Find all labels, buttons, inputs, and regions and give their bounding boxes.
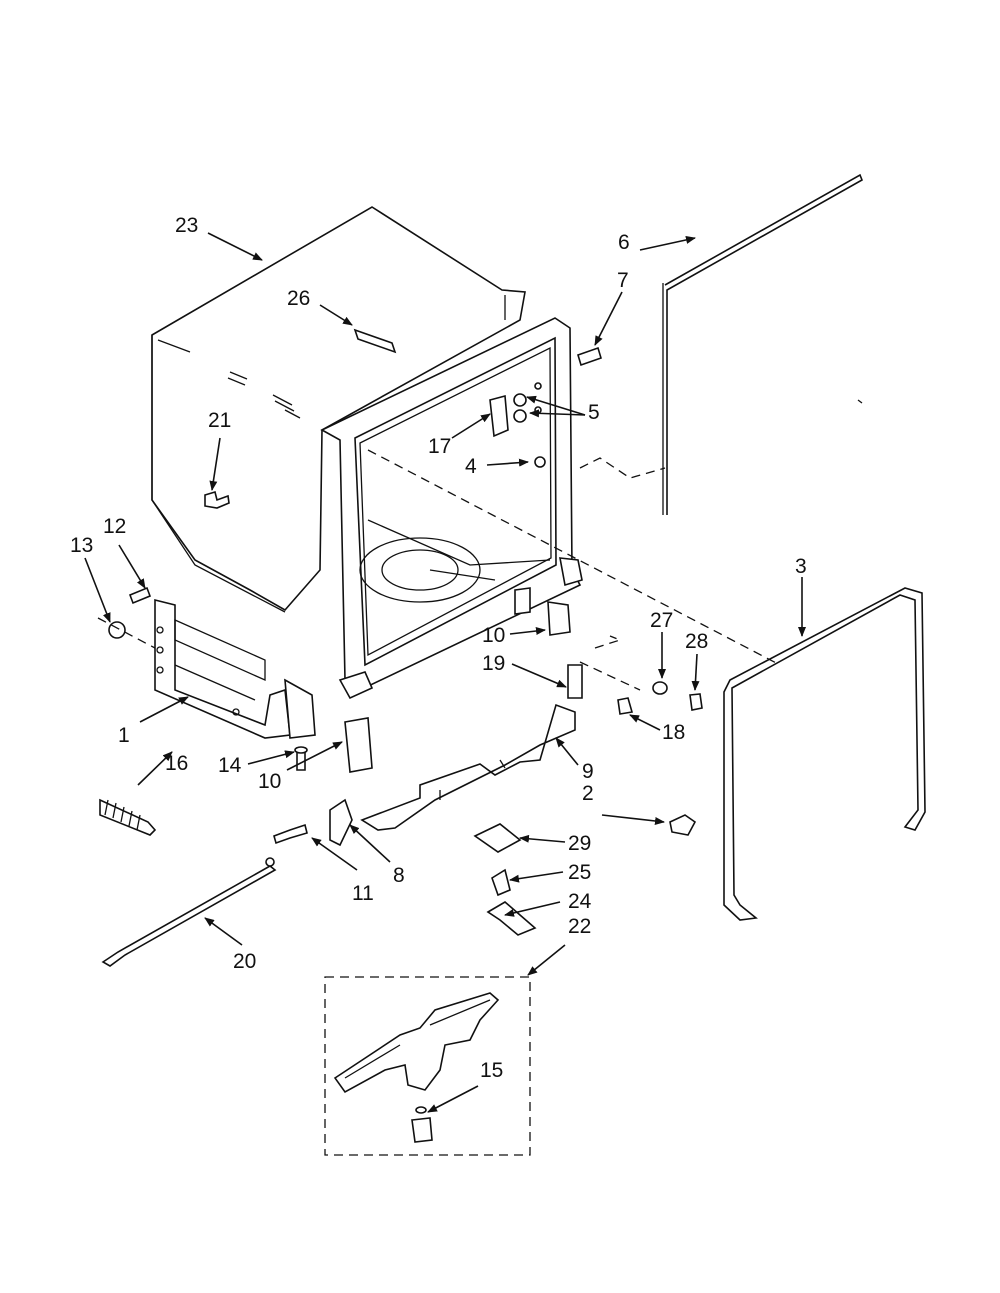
label-15: 15 — [480, 1059, 503, 1082]
label-20: 20 — [233, 950, 256, 973]
label-21: 21 — [208, 409, 231, 432]
label-29: 29 — [568, 832, 591, 855]
label-23: 23 — [175, 214, 198, 237]
door-gasket — [723, 587, 926, 921]
assembly-box — [324, 976, 531, 1156]
label-24: 24 — [568, 890, 592, 913]
label-17: 17 — [428, 435, 451, 458]
label-13: 13 — [70, 534, 93, 557]
label-8: 8 — [393, 864, 405, 887]
label-5: 5 — [588, 401, 600, 424]
label-7: 7 — [617, 269, 629, 292]
callout-labels: 23 26 21 12 13 1 16 14 10 11 8 20 6 7 5 … — [70, 214, 807, 1082]
label-11: 11 — [352, 882, 374, 905]
label-3: 3 — [795, 555, 807, 578]
small-parts — [108, 328, 703, 936]
leader-lines — [84, 232, 806, 1113]
label-2: 2 — [582, 782, 594, 805]
panel — [662, 173, 864, 515]
label-26: 26 — [287, 287, 310, 310]
label-6: 6 — [618, 231, 630, 254]
label-27: 27 — [650, 609, 673, 632]
label-16: 16 — [165, 752, 188, 775]
label-19: 19 — [482, 652, 505, 675]
label-1: 1 — [118, 724, 130, 747]
label-12: 12 — [103, 515, 126, 538]
spring-part — [99, 798, 157, 836]
label-14: 14 — [218, 754, 242, 777]
label-4: 4 — [465, 455, 477, 478]
hose — [101, 857, 277, 967]
reference-lines — [97, 449, 781, 691]
label-25: 25 — [568, 861, 591, 884]
label-10-right: 10 — [482, 624, 505, 647]
label-18: 18 — [662, 721, 685, 744]
label-22: 22 — [568, 915, 591, 938]
label-9: 9 — [582, 760, 594, 783]
label-10-left: 10 — [258, 770, 281, 793]
label-28: 28 — [685, 630, 708, 653]
tub-assembly — [151, 206, 583, 739]
